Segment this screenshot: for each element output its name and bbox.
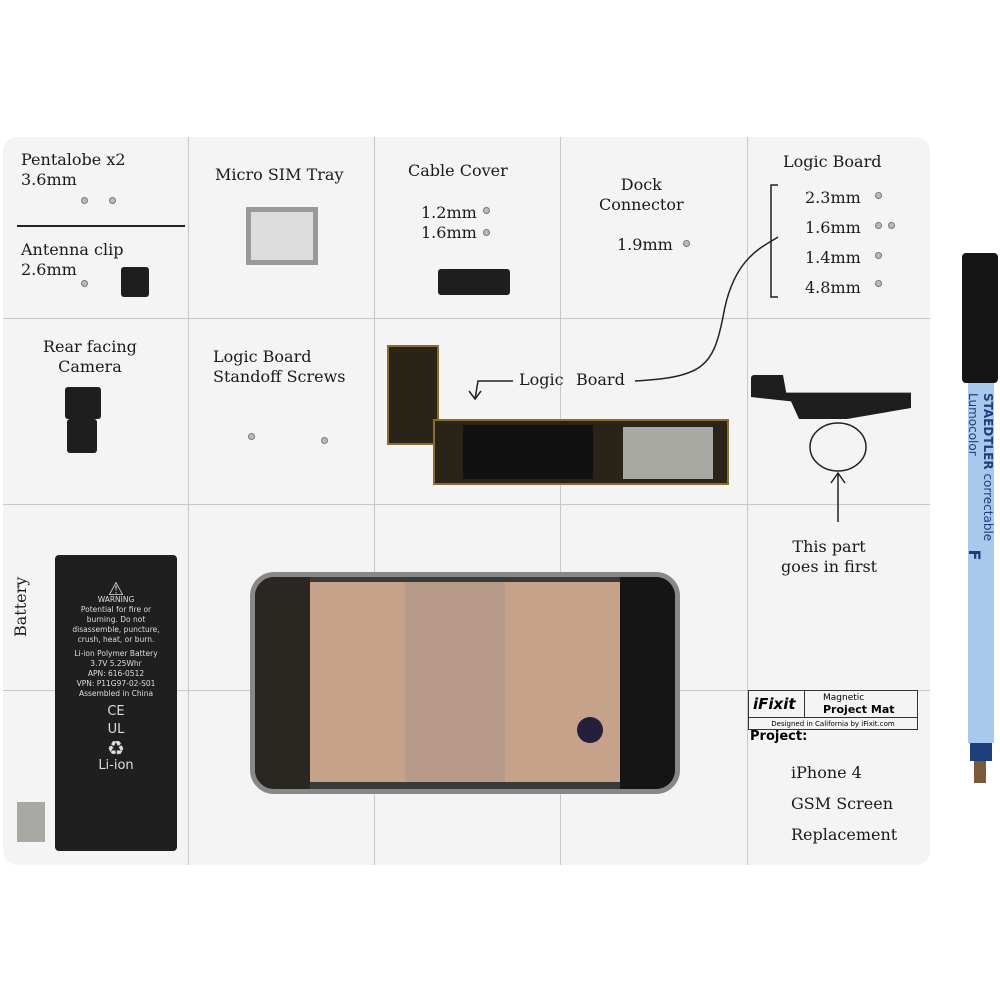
iphone-interior <box>250 572 680 794</box>
sim-tray-label: Micro SIM Tray <box>215 165 344 184</box>
sim-tray <box>246 207 318 265</box>
cable-cover-label: Cable Cover <box>408 161 508 180</box>
battery-label: Battery <box>11 576 30 637</box>
project-label: Project: <box>750 729 808 744</box>
handwritten-arrows <box>468 184 867 522</box>
logic-board-screws-label: Logic Board <box>783 152 882 171</box>
ifixit-label: iFixit Magnetic Project Mat Designed in … <box>748 690 918 730</box>
